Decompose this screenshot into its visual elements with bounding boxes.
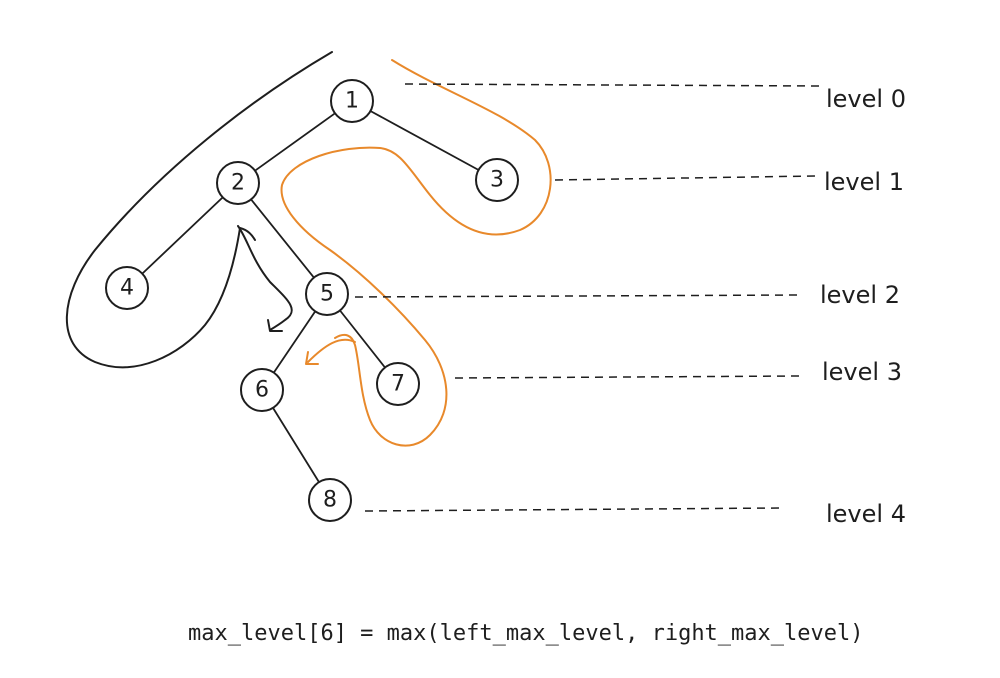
level-4-guide	[364, 507, 781, 512]
tree-node-6-label: 6	[255, 378, 269, 403]
right-recursion-arrow	[307, 338, 356, 363]
tree-node-1-label: 1	[345, 89, 359, 114]
max-level-formula: max_level[6] = max(left_max_level, right…	[188, 621, 864, 646]
tree-node-7: 7	[376, 362, 420, 406]
tree-node-4: 4	[105, 266, 149, 310]
level-0-label: level 0	[826, 85, 906, 113]
tree-node-3: 3	[475, 158, 519, 202]
tree-node-3-label: 3	[490, 168, 504, 193]
level-3-guide	[454, 375, 801, 379]
edge-5-6	[272, 310, 317, 374]
tree-node-2-circle	[216, 161, 260, 205]
tree-node-8-circle	[308, 478, 352, 522]
tree-node-7-label: 7	[391, 372, 405, 397]
tree-edges	[141, 110, 480, 484]
level-0-guide	[404, 83, 821, 87]
edge-2-5	[250, 198, 315, 279]
level-2-guide	[354, 294, 801, 298]
edge-1-3	[369, 110, 480, 171]
tree-node-2-label: 2	[231, 171, 245, 196]
tree-node-1: 1	[330, 79, 374, 123]
tree-node-6-circle	[240, 368, 284, 412]
level-1-guide	[554, 175, 816, 181]
level-4-label: level 4	[826, 500, 906, 528]
edge-1-2	[254, 112, 336, 172]
right-path-outline	[280, 59, 552, 447]
tree-node-8: 8	[308, 478, 352, 522]
left-subtree-outline	[65, 51, 333, 369]
tree-node-8-label: 8	[323, 488, 337, 513]
left-recursion-arrowhead	[267, 319, 283, 332]
level-3-label: level 3	[822, 358, 902, 386]
tree-node-4-circle	[105, 266, 149, 310]
left-recursion-arrow	[237, 225, 293, 331]
level-2-label: level 2	[820, 281, 900, 309]
tree-nodes: 1 2 3 4 5 6 7 8	[105, 79, 519, 522]
tree-node-1-circle	[330, 79, 374, 123]
tree-node-5: 5	[305, 272, 349, 316]
tree-node-7-circle	[376, 362, 420, 406]
tree-node-5-circle	[305, 272, 349, 316]
level-1-label: level 1	[824, 168, 904, 196]
edge-2-4	[141, 196, 224, 275]
right-recursion-arrowhead	[305, 351, 319, 365]
edge-6-8	[272, 406, 320, 484]
tree-node-3-circle	[475, 158, 519, 202]
tree-node-4-label: 4	[120, 276, 134, 301]
tree-node-2: 2	[216, 161, 260, 205]
edge-5-7	[339, 309, 386, 369]
tree-node-6: 6	[240, 368, 284, 412]
tree-node-5-label: 5	[320, 282, 334, 307]
